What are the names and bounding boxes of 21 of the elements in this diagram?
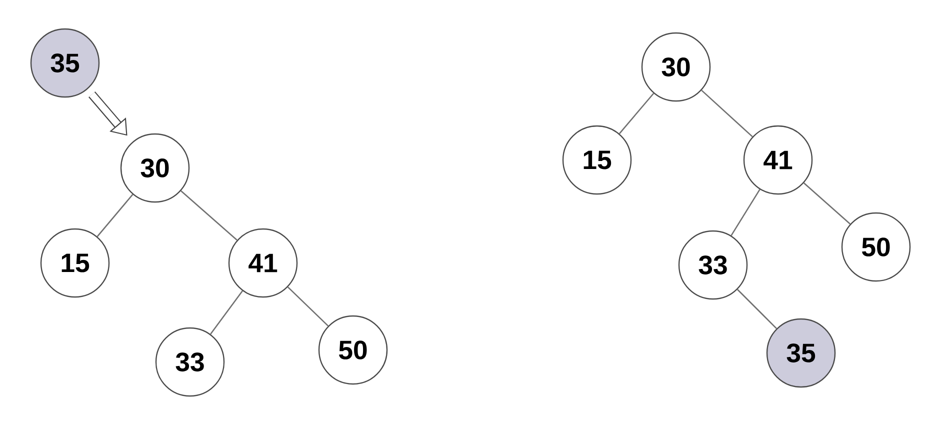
- circle-node: 33: [155, 327, 225, 397]
- branch-line: [287, 286, 329, 326]
- circle-node: 41: [228, 228, 298, 298]
- circle-node: 30: [120, 133, 190, 203]
- branch-line: [803, 182, 851, 225]
- circle-node: 15: [40, 228, 110, 298]
- circle-node: 41: [743, 125, 813, 195]
- branch-line: [96, 194, 134, 237]
- branch-line: [730, 189, 760, 236]
- circle-node: 15: [562, 125, 632, 195]
- circle-node: 33: [678, 230, 748, 300]
- branch-line: [737, 289, 778, 330]
- circle-node: 50: [318, 315, 388, 385]
- circle-node: 50: [841, 212, 911, 282]
- branch-line: [210, 290, 243, 335]
- circle-node: 35: [766, 318, 836, 388]
- circle-node: 35: [30, 28, 100, 98]
- branch-line: [180, 190, 238, 241]
- circle-node: 30: [641, 32, 711, 102]
- branch-line: [618, 92, 654, 134]
- branch-line: [701, 90, 753, 138]
